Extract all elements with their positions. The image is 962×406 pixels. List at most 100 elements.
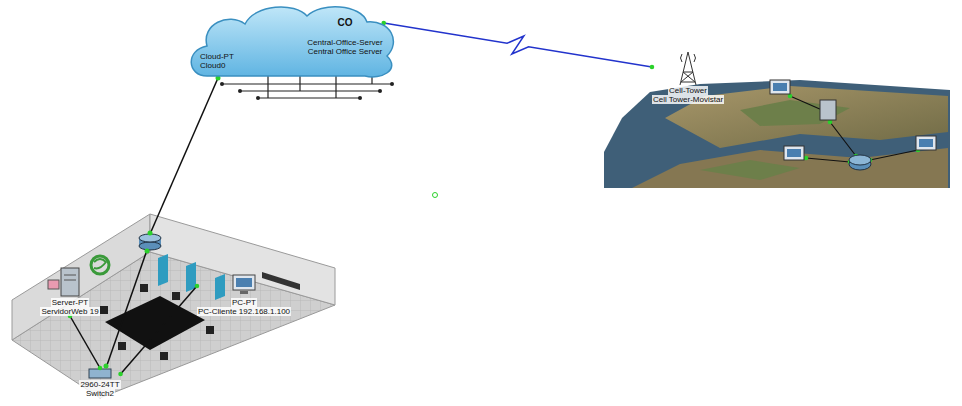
router-icon: [849, 155, 871, 170]
icon-slot: [231, 274, 257, 298]
chair: [140, 284, 148, 292]
bus-dots: [220, 82, 394, 100]
monitor: [233, 275, 255, 290]
bus-line: [240, 90, 380, 91]
device-label: ServidorWeb 19: [40, 307, 99, 316]
pc-icon: [233, 275, 255, 294]
switch-box: [89, 369, 111, 378]
link-line: [830, 122, 856, 156]
router-body: [139, 242, 161, 250]
cloud-shape: [191, 7, 393, 77]
chair: [100, 306, 108, 314]
bus-dot: [238, 89, 242, 93]
device-label: Cloud0: [199, 61, 235, 70]
device-label: Central Office Server: [307, 47, 384, 56]
device-label: Cell Tower-Movistar: [652, 95, 724, 104]
icon-text: CO: [337, 17, 354, 29]
device-label: PC-Cliente 192.168.1.100: [197, 307, 291, 316]
link-dot: [104, 364, 109, 369]
cell-tower-icon: [680, 52, 696, 85]
bus-line: [335, 74, 336, 98]
device-label: Switch2: [85, 389, 115, 398]
link-dot: [145, 249, 150, 254]
switch-icon: [89, 369, 111, 378]
tower-bar: [683, 72, 695, 82]
pc-node: PC-PTPC-Cliente 192.168.1.100: [197, 274, 291, 316]
link-dot: [148, 231, 153, 236]
server-icon: [820, 100, 836, 120]
conference-table: [105, 296, 205, 350]
wire: [150, 78, 218, 234]
screen: [787, 149, 801, 157]
bus-dot: [378, 89, 382, 93]
pc-icon: [784, 146, 804, 160]
device-label: Cloud-PT: [199, 52, 235, 61]
monitor: [784, 146, 804, 160]
icon-slot: [679, 48, 697, 86]
server-slot: [64, 280, 76, 281]
icon-slot: [60, 266, 80, 298]
link-dot: [195, 284, 200, 289]
chair: [118, 342, 126, 350]
bus-line: [222, 83, 392, 84]
cubicle-panel: [215, 274, 225, 300]
server-node: CO Central-Office-ServerCentral Office Se…: [306, 8, 383, 56]
logo: [91, 256, 109, 274]
link-line: [870, 150, 918, 160]
wall-sign: [48, 280, 59, 289]
bus-dot: [256, 96, 260, 100]
sea: [604, 80, 950, 188]
icon-slot: CO: [334, 8, 356, 38]
link-dot: [98, 366, 103, 371]
chair: [206, 326, 214, 334]
link-line: [384, 23, 652, 67]
chair: [172, 292, 180, 300]
link-line: [790, 96, 822, 110]
bus-dot: [220, 82, 224, 86]
monitor: [770, 80, 790, 94]
link-dots: [788, 94, 921, 165]
wires: [106, 78, 218, 368]
device-label: Cell-Tower: [668, 86, 708, 95]
wall: [150, 214, 335, 305]
wire-dots: [104, 76, 438, 369]
pc-icon: [770, 80, 790, 94]
land-green: [740, 100, 850, 126]
server-slot: [64, 275, 76, 276]
cubicle-panel: [186, 262, 196, 292]
device-label: PC-PT: [231, 298, 257, 307]
server-box: [61, 268, 79, 296]
stand: [240, 291, 248, 294]
tower-bar: [681, 72, 693, 82]
link-dot: [650, 65, 655, 70]
router-top: [849, 155, 871, 165]
land-green: [700, 160, 800, 180]
bus-dot: [358, 96, 362, 100]
screen: [919, 139, 933, 147]
logo: [94, 259, 106, 268]
pc-icon: [916, 136, 936, 150]
cloud-region: Cloud-PTCloud0 CO Central-Office-ServerCen…: [185, 2, 400, 80]
bus-lines: [222, 74, 392, 98]
tower-bar: [681, 82, 695, 83]
cell-tower-node: Cell-TowerCell Tower-Movistar: [652, 48, 724, 104]
tower-bar: [683, 72, 693, 73]
bus-line: [258, 97, 360, 98]
cloud-labels: Cloud-PTCloud0: [199, 52, 235, 70]
device-label: Central-Office-Server: [306, 38, 383, 47]
bus-dot: [390, 82, 394, 86]
chair: [160, 352, 168, 360]
server-node: Server-PTServidorWeb 19: [40, 266, 99, 316]
bus-line: [267, 74, 268, 98]
server-box: [820, 100, 836, 120]
desk: [262, 272, 300, 290]
screen: [773, 83, 787, 91]
chairs: [100, 284, 214, 360]
server-icon: [61, 268, 79, 296]
link-line: [70, 316, 100, 368]
terrain-links: [790, 96, 918, 162]
cubicle-panel: [158, 254, 168, 286]
terrain-map: [604, 80, 950, 188]
